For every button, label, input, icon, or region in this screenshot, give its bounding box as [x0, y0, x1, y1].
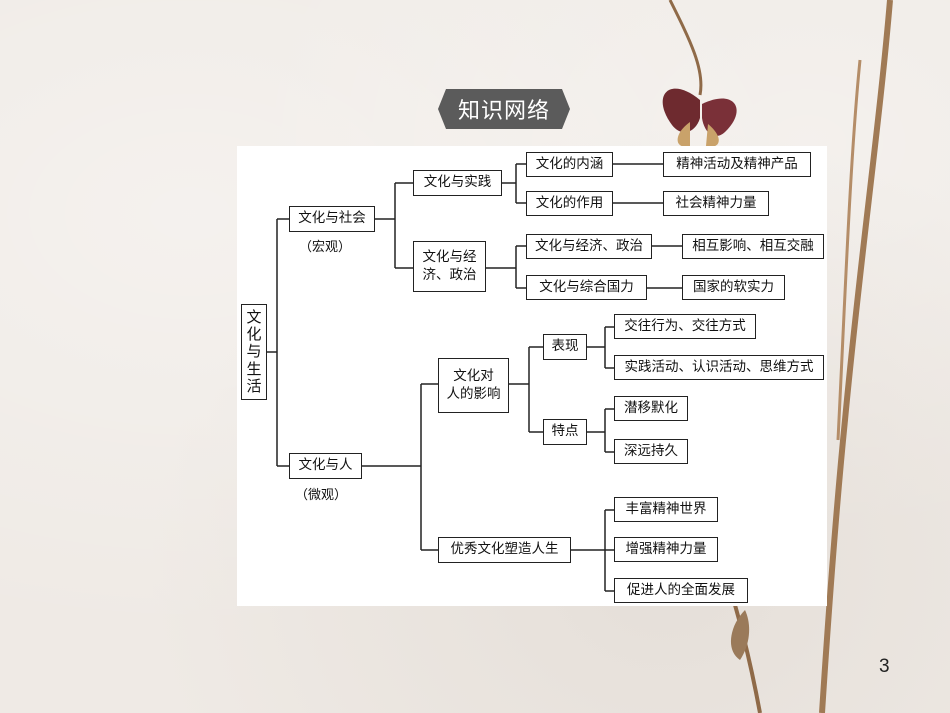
leaf-spiritual-products: 精神活动及精神产品	[663, 152, 811, 177]
page-number: 3	[879, 656, 890, 677]
node-culture-national-power: 文化与综合国力	[526, 275, 647, 300]
branch-stem-main	[819, 0, 893, 713]
root-char: 文	[246, 307, 262, 326]
node-culture-and-person: 文化与人	[289, 453, 362, 479]
leaf-all-round-development: 促进人的全面发展	[614, 578, 748, 603]
root-char: 活	[246, 376, 262, 395]
node-culture-and-practice: 文化与实践	[413, 170, 502, 196]
connector-lines	[264, 163, 682, 592]
branch-twig-bottom	[733, 604, 762, 713]
leaf-strengthen-spiritual-power: 增强精神力量	[614, 537, 718, 562]
node-culture-connotation: 文化的内涵	[526, 152, 613, 177]
butterfly-icon	[662, 88, 737, 147]
node-culture-effect: 文化的作用	[526, 191, 613, 216]
leaf-soft-power: 国家的软实力	[682, 275, 785, 300]
node-culture-with-econ-politics: 文化与经济、政治	[526, 234, 652, 259]
section-title-badge: 知识网络	[438, 89, 570, 129]
leaf-shape	[730, 610, 750, 660]
node-label-line: 文化对	[453, 367, 494, 384]
leaf-interaction-behavior: 交往行为、交往方式	[614, 314, 756, 339]
leaf-practice-cognition-thinking: 实践活动、认识活动、思维方式	[614, 355, 824, 380]
leaf-social-spiritual-power: 社会精神力量	[663, 191, 769, 216]
root-char: 生	[246, 359, 262, 378]
node-excellent-culture-shapes-life: 优秀文化塑造人生	[438, 537, 571, 563]
node-culture-and-society: 文化与社会	[289, 206, 375, 232]
node-culture-economy-politics: 文化与经 济、政治	[413, 241, 486, 292]
root-char: 化	[246, 325, 262, 344]
node-label-line: 济、政治	[422, 266, 477, 283]
leaf-subtle-influence: 潜移默化	[614, 396, 688, 421]
branch-twig-top	[668, 0, 703, 96]
node-culture-influence-on-person: 文化对 人的影响	[438, 358, 509, 413]
node-label-line: 文化与经	[422, 248, 477, 265]
leaf-enrich-spiritual-world: 丰富精神世界	[614, 497, 718, 522]
leaf-profound-lasting: 深远持久	[614, 439, 688, 464]
branch-stem-side	[836, 59, 862, 441]
caption-macro: （宏观）	[299, 240, 352, 255]
caption-micro: （微观）	[295, 488, 348, 503]
knowledge-tree-diagram: 文 化 与 生 活 文化与社会 （宏观） 文化与实践 文化的内涵 文化的作用 精…	[237, 146, 827, 606]
leaf-mutual-influence: 相互影响、相互交融	[682, 234, 824, 259]
node-manifestation: 表现	[543, 334, 587, 360]
node-label-line: 人的影响	[446, 385, 501, 402]
root-node-culture-and-life: 文 化 与 生 活	[241, 304, 267, 400]
root-char: 与	[246, 342, 262, 361]
node-feature: 特点	[543, 419, 587, 445]
